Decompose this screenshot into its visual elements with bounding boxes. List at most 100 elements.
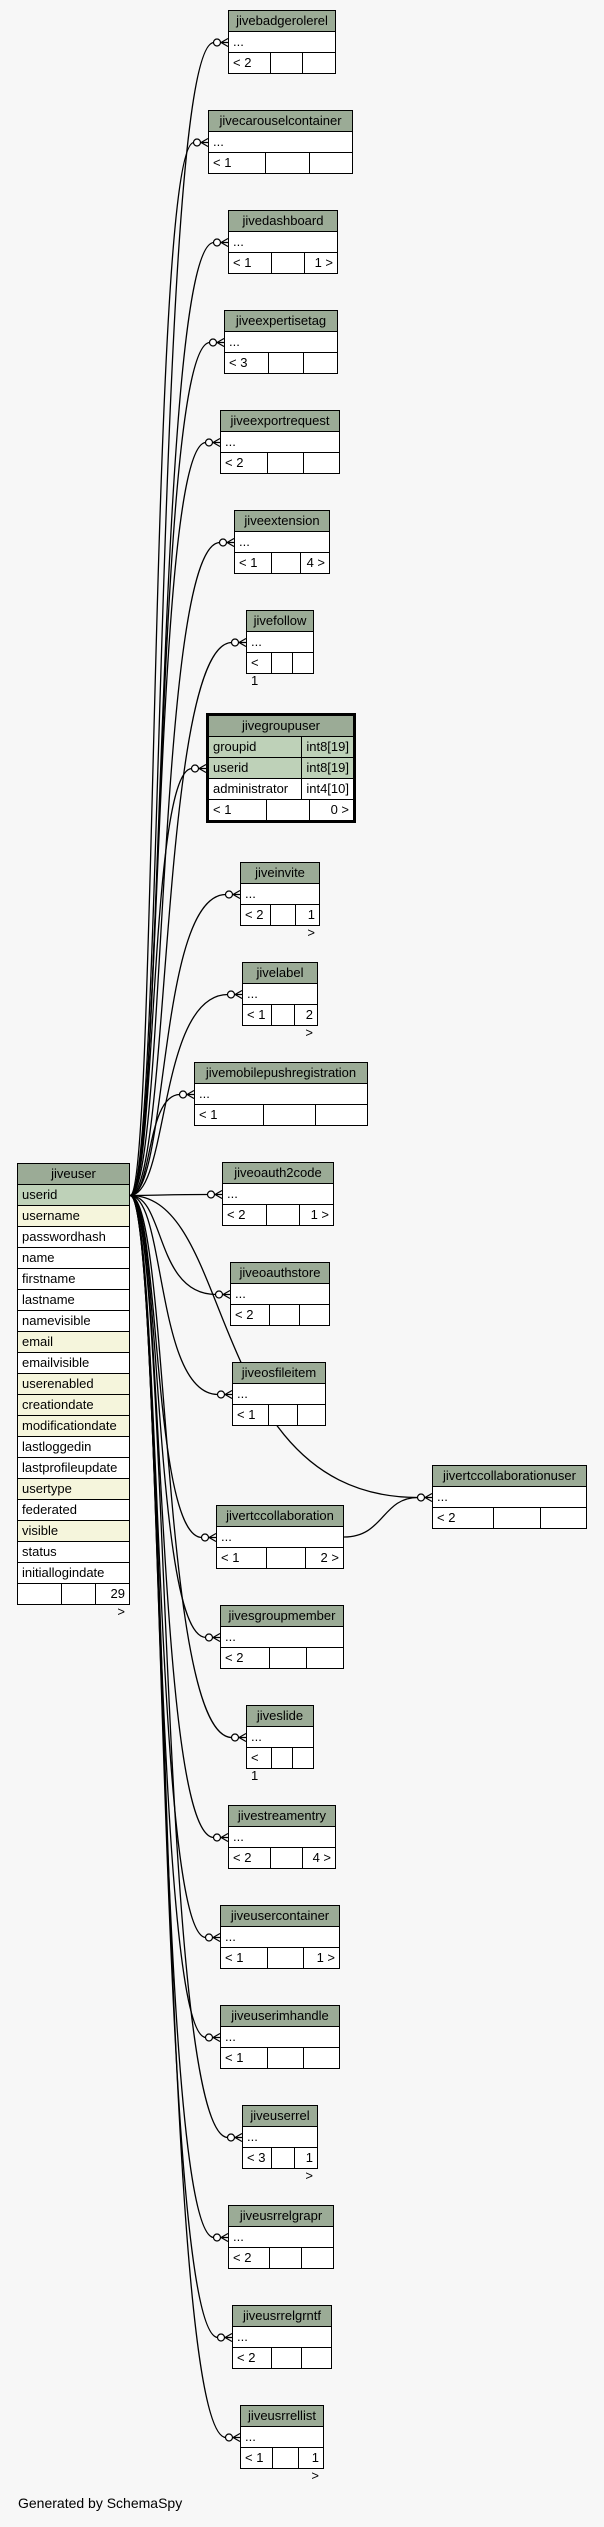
footer-children	[316, 1105, 367, 1125]
footer-mid	[272, 2348, 302, 2368]
footer-children	[307, 1648, 343, 1668]
many-marker	[238, 637, 247, 648]
table-header: jivertccollaboration	[217, 1506, 343, 1527]
table-header: jiveusrrellist	[241, 2406, 323, 2427]
footer-mid	[271, 1848, 304, 1868]
column-row: userenabled	[18, 1374, 129, 1395]
column-row: lastname	[18, 1290, 129, 1311]
column-name: userid	[209, 758, 303, 778]
footer-mid	[273, 2448, 299, 2468]
footer-mid	[272, 2148, 295, 2168]
table-header: jiveusrrelgrapr	[229, 2206, 333, 2227]
table-jiveuserimhandle[interactable]: jiveuserimhandle...< 1	[220, 2005, 340, 2069]
optional-marker	[212, 1833, 222, 1842]
table-header: jivegroupuser	[209, 716, 353, 737]
table-jiveoauthstore[interactable]: jiveoauthstore...< 2	[230, 1262, 330, 1326]
optional-marker	[218, 538, 228, 547]
table-row: ...	[229, 232, 337, 253]
table-footer: < 1	[247, 1748, 313, 1783]
column-row: userid	[18, 1185, 129, 1206]
footer-parents: < 1	[235, 553, 272, 573]
optional-marker	[216, 2333, 226, 2342]
table-row: ...	[221, 1927, 339, 1948]
many-marker	[232, 2432, 241, 2443]
footer-parents: < 1	[209, 153, 267, 173]
many-marker	[232, 889, 241, 900]
table-row: ...	[229, 2227, 333, 2248]
many-marker	[224, 1389, 233, 1400]
table-jivesgroupmember[interactable]: jivesgroupmember...< 2	[220, 1605, 344, 1669]
footer-children	[293, 653, 313, 673]
footer-children	[304, 353, 337, 373]
table-row: ...	[229, 1827, 335, 1848]
table-header: jivedashboard	[229, 211, 337, 232]
column-row: email	[18, 1332, 129, 1353]
column-row: username	[18, 1206, 129, 1227]
footer-children: 1 >	[307, 907, 315, 940]
footer-children: 1 >	[310, 1207, 329, 1222]
optional-marker	[226, 2133, 236, 2142]
table-jivefollow[interactable]: jivefollow...< 1	[246, 610, 314, 688]
table-jiveosfileitem[interactable]: jiveosfileitem...< 1	[232, 1362, 326, 1426]
relationship-line	[129, 641, 238, 1197]
optional-marker	[206, 1190, 216, 1199]
table-jiveusrrelgrapr[interactable]: jiveusrrelgrapr...< 2	[228, 2205, 334, 2269]
footer-parents: < 2	[233, 2348, 272, 2368]
optional-marker	[226, 990, 236, 999]
table-jivebadgerolerel[interactable]: jivebadgerolerel...< 2	[228, 10, 336, 74]
optional-marker	[416, 1493, 426, 1502]
footer-children	[303, 53, 335, 73]
table-jiveexportrequest[interactable]: jiveexportrequest...< 2	[220, 410, 340, 474]
column-row: emailvisible	[18, 1353, 129, 1374]
relationship-line	[129, 1194, 222, 1296]
many-marker	[220, 2232, 229, 2243]
footer-children: 4 >	[306, 555, 325, 570]
footer-mid	[269, 353, 304, 373]
footer-parents: < 2	[433, 1508, 495, 1528]
optional-marker	[190, 764, 200, 773]
table-row: ...	[233, 2327, 331, 2348]
footer-parents: < 1	[195, 1105, 265, 1125]
table-footer: < 1	[247, 653, 313, 688]
column-row: initiallogindate	[18, 1563, 129, 1584]
table-footer: < 1 4 >	[235, 553, 329, 573]
footer-mid	[270, 1648, 307, 1668]
table-jivemobilepushregistration[interactable]: jivemobilepushregistration...< 1	[194, 1062, 368, 1126]
footer-mid	[271, 53, 304, 73]
footer-children: 0 >	[330, 802, 349, 817]
table-jivecarouselcontainer[interactable]: jivecarouselcontainer...< 1	[208, 110, 353, 174]
relationship-line	[129, 1194, 220, 2239]
footer-parents: < 1	[233, 1405, 270, 1425]
table-jiveslide[interactable]: jiveslide...< 1	[246, 1705, 314, 1783]
footer-mid	[268, 2048, 304, 2068]
footer-parents: < 3	[225, 353, 270, 373]
footer-children	[310, 153, 352, 173]
footer-mid	[494, 1508, 541, 1528]
table-footer: < 2	[229, 53, 335, 73]
table-row: ...	[243, 2127, 317, 2148]
table-footer: < 2	[221, 453, 339, 473]
table-jivertccollaborationuser[interactable]: jivertccollaborationuser ... < 2	[432, 1465, 587, 1529]
table-header: jiveusercontainer	[221, 1906, 339, 1927]
many-marker	[424, 1492, 433, 1503]
relationship-line	[129, 1093, 186, 1197]
table-jiveexpertisetag[interactable]: jiveexpertisetag...< 3	[224, 310, 338, 374]
table-footer: < 2	[433, 1508, 586, 1528]
table-jiveusrrelgrntf[interactable]: jiveusrrelgrntf...< 2	[232, 2305, 332, 2369]
